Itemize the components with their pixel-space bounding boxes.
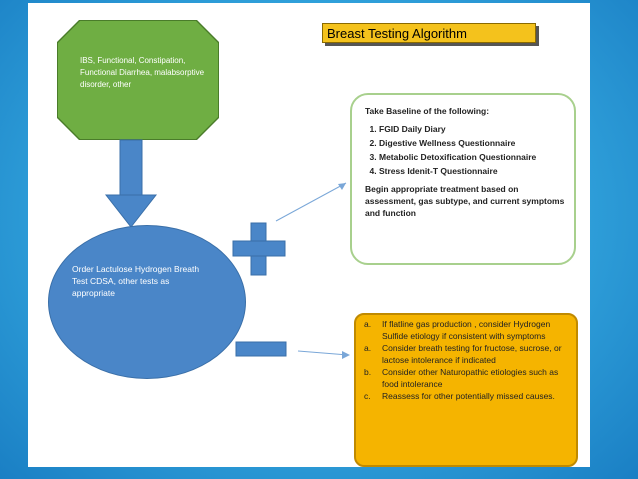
connectors [104, 139, 350, 359]
negative-item-label: b. [364, 367, 372, 377]
negative-item-text: Consider other Naturopathic etiologies s… [382, 367, 559, 389]
baseline-heading: Take Baseline of the following: [365, 106, 490, 116]
baseline-footer: Begin appropriate treatment based on ass… [365, 184, 565, 218]
baseline-item: Stress Idenit-T Questionnaire [379, 165, 571, 177]
negative-item-label: a. [364, 343, 372, 353]
test-circle [48, 225, 246, 379]
minus-sign [235, 341, 287, 357]
slide: Breast Testing Algorithm IBS, Functional… [28, 3, 590, 467]
test-circle-text: Order Lactulose Hydrogen Breath Test CDS… [72, 264, 200, 298]
arrow-to-orange [297, 350, 350, 359]
baseline-content: Take Baseline of the following: FGID Dai… [365, 105, 571, 219]
negative-item: a. If flatline gas production , consider… [364, 319, 574, 342]
start-box-text: IBS, Functional, Constipation, Functiona… [80, 56, 205, 89]
negative-item: b. Consider other Naturopathic etiologie… [364, 367, 574, 390]
negative-item-label: a. [364, 319, 372, 329]
negative-box [354, 313, 578, 467]
negative-item-text: Reassess for other potentially missed ca… [382, 391, 555, 401]
baseline-item: Digestive Wellness Questionnaire [379, 137, 571, 149]
down-arrow [104, 139, 158, 228]
negative-item-text: Consider breath testing for fructose, su… [382, 343, 562, 365]
negative-item: c. Reassess for other potentially missed… [364, 391, 574, 403]
arrow-to-baseline [275, 182, 347, 222]
slide-title: Breast Testing Algorithm [322, 23, 536, 43]
baseline-list: FGID Daily Diary Digestive Wellness Ques… [365, 123, 571, 177]
negative-item: a. Consider breath testing for fructose,… [364, 343, 574, 366]
baseline-item: Metabolic Detoxification Questionnaire [379, 151, 571, 163]
baseline-item: FGID Daily Diary [379, 123, 571, 135]
plus-sign [232, 222, 286, 276]
baseline-box [350, 93, 576, 265]
negative-item-label: c. [364, 391, 371, 401]
negative-content: a. If flatline gas production , consider… [364, 319, 574, 404]
start-box [58, 21, 218, 139]
negative-item-text: If flatline gas production , consider Hy… [382, 319, 551, 341]
